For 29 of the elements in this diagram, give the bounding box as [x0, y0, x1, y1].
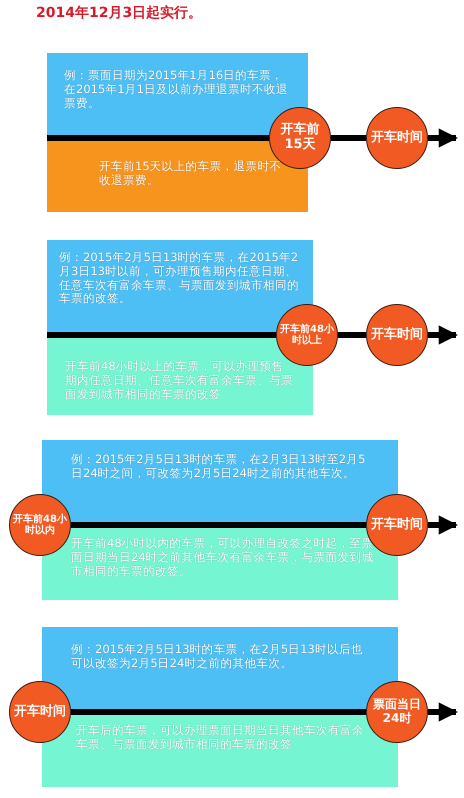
timeline-line — [71, 522, 366, 528]
panel-text: 开车前48小时以上的车票，可以办理预售期内任意日期、任意车次有富余车票、与票面发到城市相同的车票的改签 — [65, 360, 294, 402]
marker-label: 开车时间 — [13, 704, 67, 720]
marker-label: 票面当日24时 — [372, 698, 422, 726]
marker-label: 开车时间 — [370, 518, 424, 532]
marker-label: 开车前48小时以上 — [280, 324, 334, 346]
panel-text: 开车后的车票，可以办理票面日期当日其他车次有富余车票、与票面发到城市相同的车票的改签 — [76, 724, 365, 752]
panel-text: 开车前15天以上的车票，退票时不收退票费。 — [99, 160, 283, 188]
timeline-arrow — [428, 515, 458, 535]
title: 2014年12月3日起实行。 — [36, 4, 202, 22]
timeline-arrow — [428, 325, 458, 345]
panel-text: 例：2015年2月5日13时的车票，在2月3日13时至2月5日24时之间，可改签为2月5日24时之前的其他车次。 — [71, 453, 366, 481]
timeline-line — [338, 332, 366, 338]
marker-label: 开车前48小时以内 — [13, 514, 67, 536]
timeline-line — [47, 332, 276, 338]
timeline-arrow — [428, 128, 458, 148]
marker-label: 开车时间 — [370, 130, 424, 146]
marker-label: 开车前15天 — [280, 123, 320, 153]
timeline-arrow — [428, 702, 458, 722]
marker-label: 开车时间 — [370, 328, 424, 342]
panel-text: 例：票面日期为2015年1月16日的车票，在2015年1月1日及以前办理退票时不收退票费。 — [64, 69, 289, 110]
panel-text: 例：2015年2月5日13时的车票，在2015年2月3日13时以前，可办理预售期内任意日期、任意车次有富余车票、与票面发到城市相同的车票的改签。 — [59, 251, 300, 306]
timeline-line — [71, 709, 366, 715]
panel-text: 例：2015年2月5日13时的车票，在2月5日13时以后也可以改签为2月5日24时之前的其他车次。 — [71, 643, 364, 671]
timeline-line — [331, 135, 366, 141]
rule-panel — [47, 335, 313, 415]
timeline-line — [47, 135, 269, 141]
panel-text: 开车前48小时以内的车票，可以办理自改签之时起，至票面日期当日24时之前其他车次有富余车票，与票面发到城市相同的车票的改签。 — [71, 537, 375, 578]
example-panel — [47, 53, 308, 138]
